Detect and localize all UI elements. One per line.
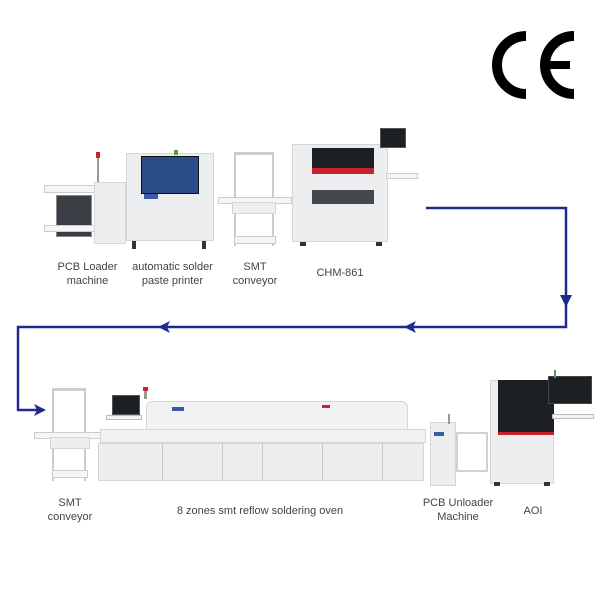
solder-paste-printer-machine — [126, 150, 214, 250]
aoi-machine — [488, 370, 598, 488]
reflow-oven-label: 8 zones smt reflow soldering oven — [176, 505, 344, 517]
smt-conveyor-2-machine — [34, 386, 102, 486]
chm-861-machine — [290, 128, 418, 248]
solder-paste-printer-label: automatic solder paste printer — [132, 261, 213, 287]
aoi-label: AOI — [523, 505, 543, 517]
pcb-loader-machine — [44, 150, 126, 250]
chm-861-label: CHM-861 — [316, 267, 364, 279]
smt-conveyor-1-label: SMT conveyor — [232, 261, 278, 287]
pcb-unloader-machine — [428, 412, 490, 488]
smt-conveyor-1-machine — [218, 150, 292, 250]
smt-conveyor-2-label: SMT conveyor — [47, 497, 93, 523]
pcb-unloader-label: PCB Unloader Machine — [422, 497, 494, 523]
pcb-loader-label: PCB Loader machine — [57, 261, 118, 287]
ce-mark-icon — [490, 30, 580, 100]
reflow-oven-machine — [96, 385, 426, 485]
